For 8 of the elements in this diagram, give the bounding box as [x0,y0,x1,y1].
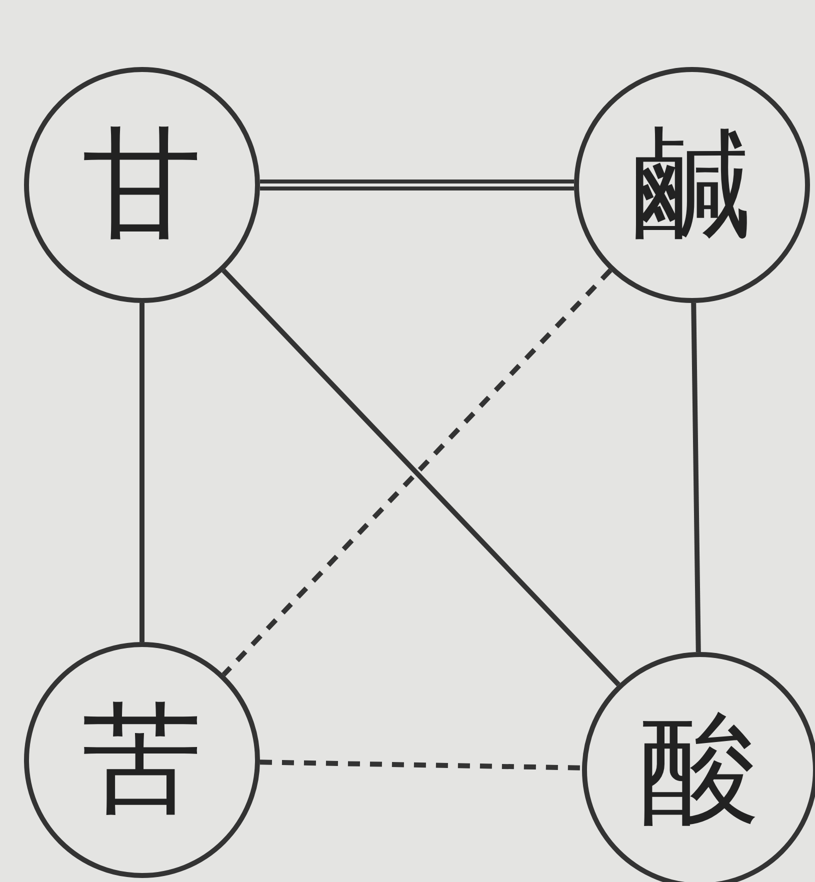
line [691,302,701,652]
line [140,303,144,642]
taste-character: 甘 [82,125,202,245]
taste-character: 鹹 [632,125,752,245]
dashed-line [260,760,582,770]
taste-character: 酸 [640,710,760,830]
double-line [260,180,574,190]
taste-character: 苦 [82,700,202,820]
